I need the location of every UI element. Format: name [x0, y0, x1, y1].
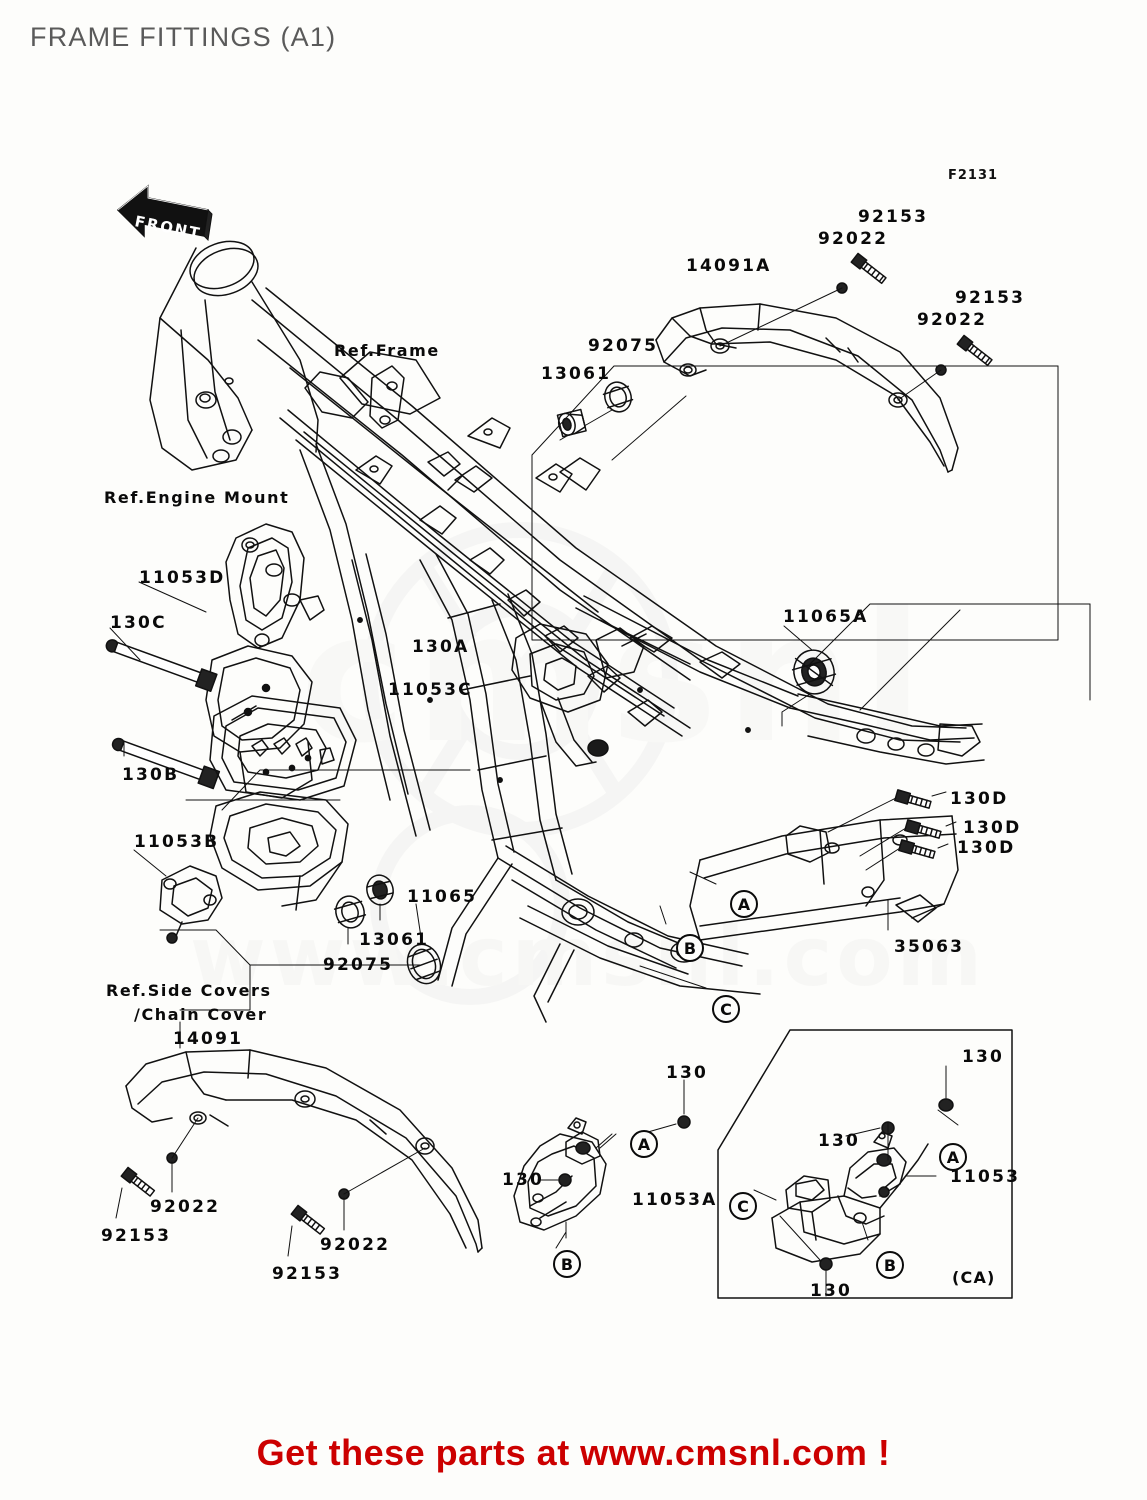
part-number-p-11053A: 11053A: [632, 1190, 718, 1210]
front-direction-arrow: FRONT: [116, 184, 213, 243]
callout-marker-m-B-inset: B: [876, 1251, 904, 1279]
reference-label-ref-chain-cover: /Chain Cover: [134, 1005, 268, 1024]
part-number-p-92022-a: 92022: [818, 229, 889, 249]
part-number-p-11065-b: 11065: [407, 887, 478, 907]
callout-marker-m-A-main: A: [730, 890, 758, 918]
part-number-p-11053D: 11053D: [139, 568, 226, 588]
part-number-p-13061-a: 13061: [541, 364, 612, 384]
part-number-p-92153-c: 92153: [101, 1226, 172, 1246]
callout-marker-m-A-mid: A: [630, 1130, 658, 1158]
part-number-p-92075-a: 92075: [588, 336, 659, 356]
part-number-p-130B: 130B: [122, 765, 180, 785]
reference-label-ref-engine-mount: Ref.Engine Mount: [104, 488, 290, 507]
part-number-p-130D-1: 130D: [950, 789, 1009, 809]
part-number-p-92022-d: 92022: [320, 1235, 391, 1255]
inset-region-note: (CA): [952, 1268, 996, 1287]
part-number-p-35063: 35063: [894, 937, 965, 957]
part-number-p-92153-a: 92153: [858, 207, 929, 227]
page-title: FRAME FITTINGS (A1): [30, 22, 337, 52]
part-number-p-92022-b: 92022: [917, 310, 988, 330]
part-number-p-14091: 14091: [173, 1029, 244, 1049]
reference-label-ref-side-covers: Ref.Side Covers: [106, 981, 272, 1000]
sheet-code-label: F2131: [948, 168, 999, 183]
part-number-p-92022-c: 92022: [150, 1197, 221, 1217]
part-number-p-130D-3: 130D: [957, 838, 1016, 858]
callout-marker-m-C-inset: C: [729, 1192, 757, 1220]
part-number-p-11053B: 11053B: [134, 832, 220, 852]
callout-marker-m-B-mid: B: [553, 1250, 581, 1278]
callout-marker-m-A-inset: A: [939, 1143, 967, 1171]
part-number-p-92075-b: 92075: [323, 955, 394, 975]
part-number-p-13061-b: 13061: [359, 930, 430, 950]
part-number-p-14091A: 14091A: [686, 256, 772, 276]
part-number-p-11065A: 11065A: [783, 607, 869, 627]
part-number-p-130-inset-tl: 130: [818, 1131, 861, 1151]
part-number-p-11053-inset: 11053: [950, 1167, 1021, 1187]
part-number-p-130-mid: 130: [502, 1170, 545, 1190]
part-number-p-130C: 130C: [110, 613, 167, 633]
part-number-p-130A: 130A: [412, 637, 470, 657]
callout-marker-m-C-main: C: [712, 995, 740, 1023]
svg-text:www.cmsnl.com: www.cmsnl.com: [190, 910, 986, 1005]
part-number-p-130D-2: 130D: [963, 818, 1022, 838]
callout-marker-m-B-main: B: [676, 934, 704, 962]
part-number-p-130-top: 130: [666, 1063, 709, 1083]
part-number-p-11053C: 11053C: [388, 680, 473, 700]
part-number-p-130-inset-tr: 130: [962, 1047, 1005, 1067]
part-number-p-92153-b: 92153: [955, 288, 1026, 308]
part-number-p-130-inset-bot: 130: [810, 1281, 853, 1301]
reference-label-ref-frame: Ref.Frame: [334, 341, 440, 360]
part-number-p-92153-d: 92153: [272, 1264, 343, 1284]
footer-promo-banner: Get these parts at www.cmsnl.com !: [256, 1432, 891, 1473]
